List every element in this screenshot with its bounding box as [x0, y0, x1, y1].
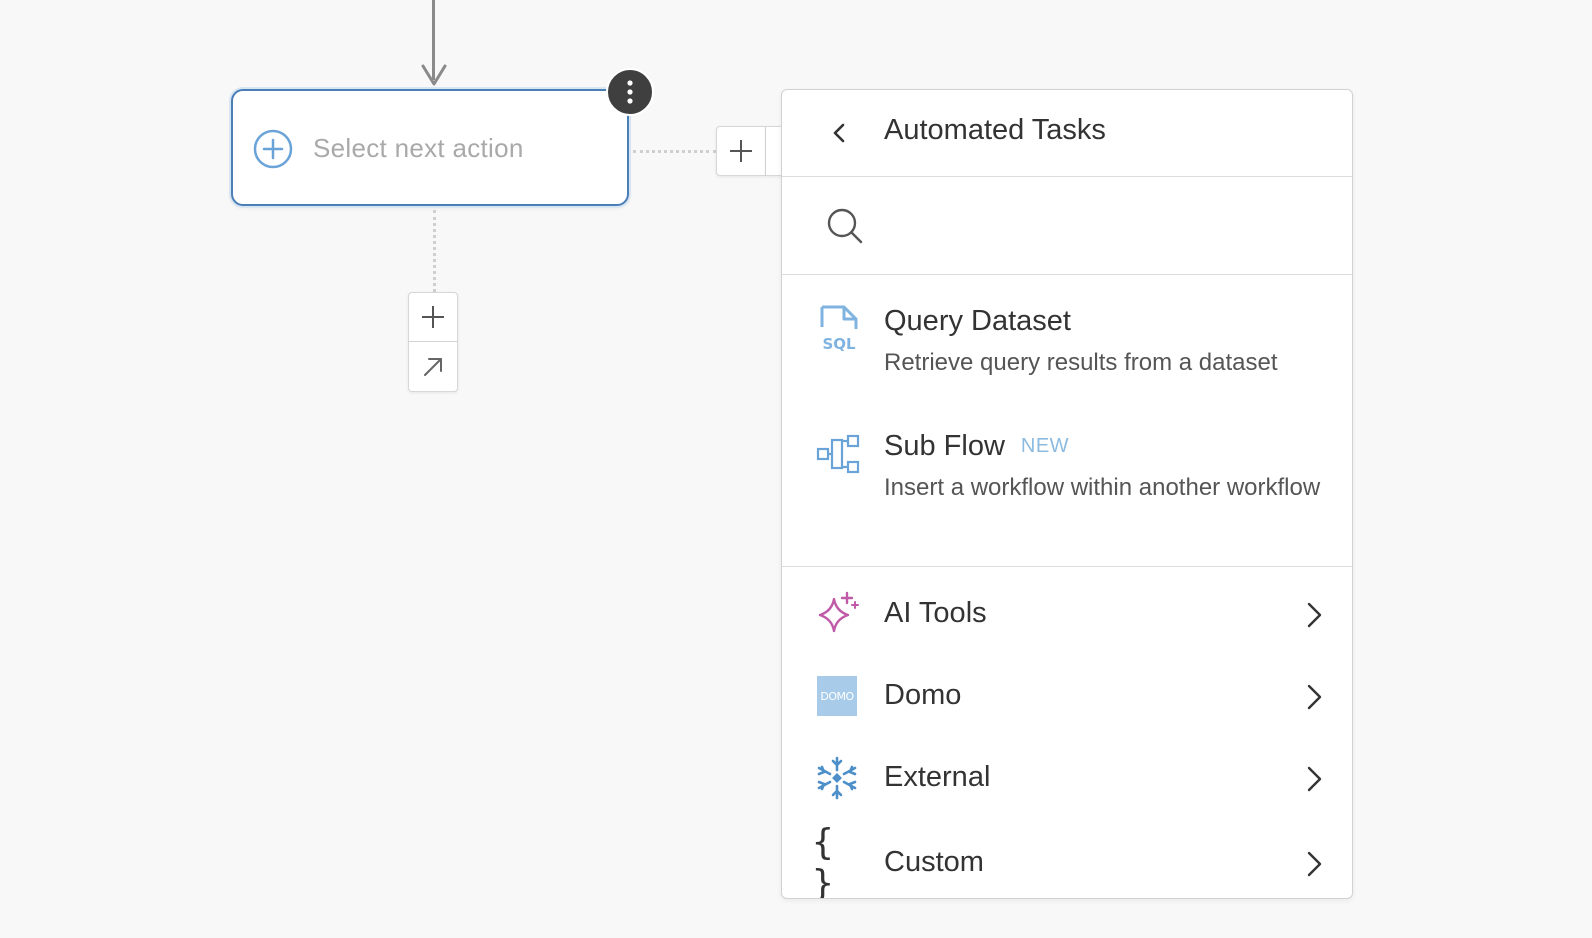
panel-header: Automated Tasks — [782, 90, 1352, 177]
add-right-step-button[interactable] — [716, 126, 766, 176]
chevron-right-icon — [1307, 602, 1322, 628]
curly-braces-icon: { } — [812, 822, 862, 898]
chevron-right-icon — [1307, 851, 1322, 877]
category-label: Custom — [884, 846, 984, 878]
arrow-up-right-icon — [424, 357, 442, 376]
select-next-action-node[interactable]: Select next action — [231, 89, 629, 206]
category-custom[interactable]: { } Custom — [782, 822, 1352, 898]
search-input[interactable] — [882, 203, 1326, 249]
automated-tasks-panel: Automated Tasks SQL Query Dataset Retrie… — [781, 89, 1353, 899]
panel-title: Automated Tasks — [884, 114, 1106, 146]
plus-icon — [730, 140, 752, 162]
add-next-step-button[interactable] — [408, 292, 458, 342]
chevron-right-icon — [1307, 766, 1322, 792]
snowflake-icon — [817, 756, 857, 800]
more-vertical-icon — [627, 80, 633, 104]
down-branch-connector — [433, 210, 436, 292]
task-description: Insert a workflow within another workflo… — [884, 474, 1321, 501]
category-label: Domo — [884, 679, 962, 711]
arrow-down-icon — [421, 64, 447, 86]
category-label: External — [884, 761, 991, 793]
incoming-connector — [432, 0, 435, 80]
task-title-text: Sub Flow — [884, 430, 1005, 462]
task-sub-flow[interactable]: Sub Flow NEW Insert a workflow within ano… — [782, 410, 1352, 565]
sql-icon-text: SQL — [822, 335, 856, 353]
search-icon — [827, 208, 863, 244]
right-branch-connector — [633, 150, 716, 153]
sub-flow-icon — [816, 434, 860, 474]
curly-braces-glyph: { } — [812, 822, 834, 899]
search-bar — [782, 177, 1352, 275]
domo-logo-icon: DOMO — [817, 676, 857, 716]
task-title: Query Dataset — [884, 305, 1071, 337]
chevron-left-icon — [833, 123, 845, 143]
add-circle-icon — [253, 129, 293, 169]
domo-logo-text: DOMO — [820, 689, 854, 703]
sparkle-icon — [818, 591, 859, 633]
back-button[interactable] — [824, 118, 854, 148]
category-external[interactable]: External — [782, 743, 1352, 813]
task-description: Retrieve query results from a dataset — [884, 349, 1278, 376]
chevron-right-icon — [1307, 684, 1322, 710]
node-options-button[interactable] — [606, 68, 654, 116]
sql-file-icon: SQL — [820, 305, 858, 353]
task-title: Sub Flow NEW — [884, 430, 1069, 463]
section-divider — [782, 566, 1352, 567]
plus-icon — [422, 306, 444, 328]
connect-to-step-button[interactable] — [408, 342, 458, 392]
category-ai-tools[interactable]: AI Tools — [782, 579, 1352, 649]
category-domo[interactable]: DOMO Domo — [782, 661, 1352, 731]
node-label: Select next action — [313, 133, 524, 163]
task-query-dataset[interactable]: SQL Query Dataset Retrieve query results… — [782, 275, 1352, 410]
new-badge: NEW — [1020, 435, 1070, 457]
category-label: AI Tools — [884, 597, 987, 629]
